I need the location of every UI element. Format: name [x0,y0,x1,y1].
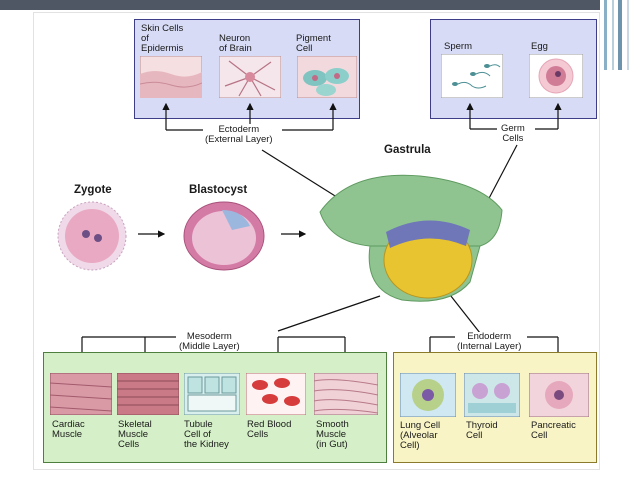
slide-top-bar [0,0,600,10]
zygote-title: Zygote [74,184,112,196]
skin-cells-label: Skin Cells of Epidermis [141,23,184,54]
red-blood-cells-label: Red Blood Cells [247,419,292,440]
zygote-image [57,201,127,271]
gastrula-title: Gastrula [384,144,431,156]
pancreatic-cell-label: Pancreatic Cell [531,420,576,441]
pigment-cell-label: Pigment Cell [296,33,331,54]
pancreatic-cell-image [529,373,589,417]
endoderm-layer-label: Endoderm (Internal Layer) [455,331,524,352]
germ-layer-label: Germ Cells [499,123,527,144]
neuron-label: Neuron of Brain [219,33,252,54]
lung-cell-image [400,373,456,417]
kidney-tubule-label: Tubule Cell of the Kidney [184,419,229,450]
mesoderm-layer-label: Mesoderm (Middle Layer) [177,331,242,352]
smooth-muscle-label: Smooth Muscle (in Gut) [316,419,349,450]
sperm-image [441,54,503,98]
blastocyst-title: Blastocyst [189,184,248,196]
sperm-label: Sperm [444,41,472,52]
skeletal-muscle-label: Skeletal Muscle Cells [118,419,152,450]
egg-label: Egg [531,41,548,52]
pigment-cell-image [297,56,357,98]
blastocyst-image [183,201,265,271]
lung-cell-label: Lung Cell (Alveolar Cell) [400,420,441,451]
kidney-tubule-image [184,373,240,415]
cardiac-muscle-label: Cardiac Muscle [52,419,85,440]
cardiac-muscle-image [50,373,112,415]
neuron-image [219,56,281,98]
slide-corner-decoration [604,0,629,70]
gastrula-image [319,174,503,302]
skeletal-muscle-image [117,373,179,415]
red-blood-cells-image [246,373,306,415]
smooth-muscle-image [314,373,378,415]
skin-cells-image [140,56,202,98]
ectoderm-layer-label: Ectoderm (External Layer) [203,124,275,145]
thyroid-cell-label: Thyroid Cell [466,420,498,441]
egg-image [529,54,583,98]
thyroid-cell-image [464,373,520,417]
